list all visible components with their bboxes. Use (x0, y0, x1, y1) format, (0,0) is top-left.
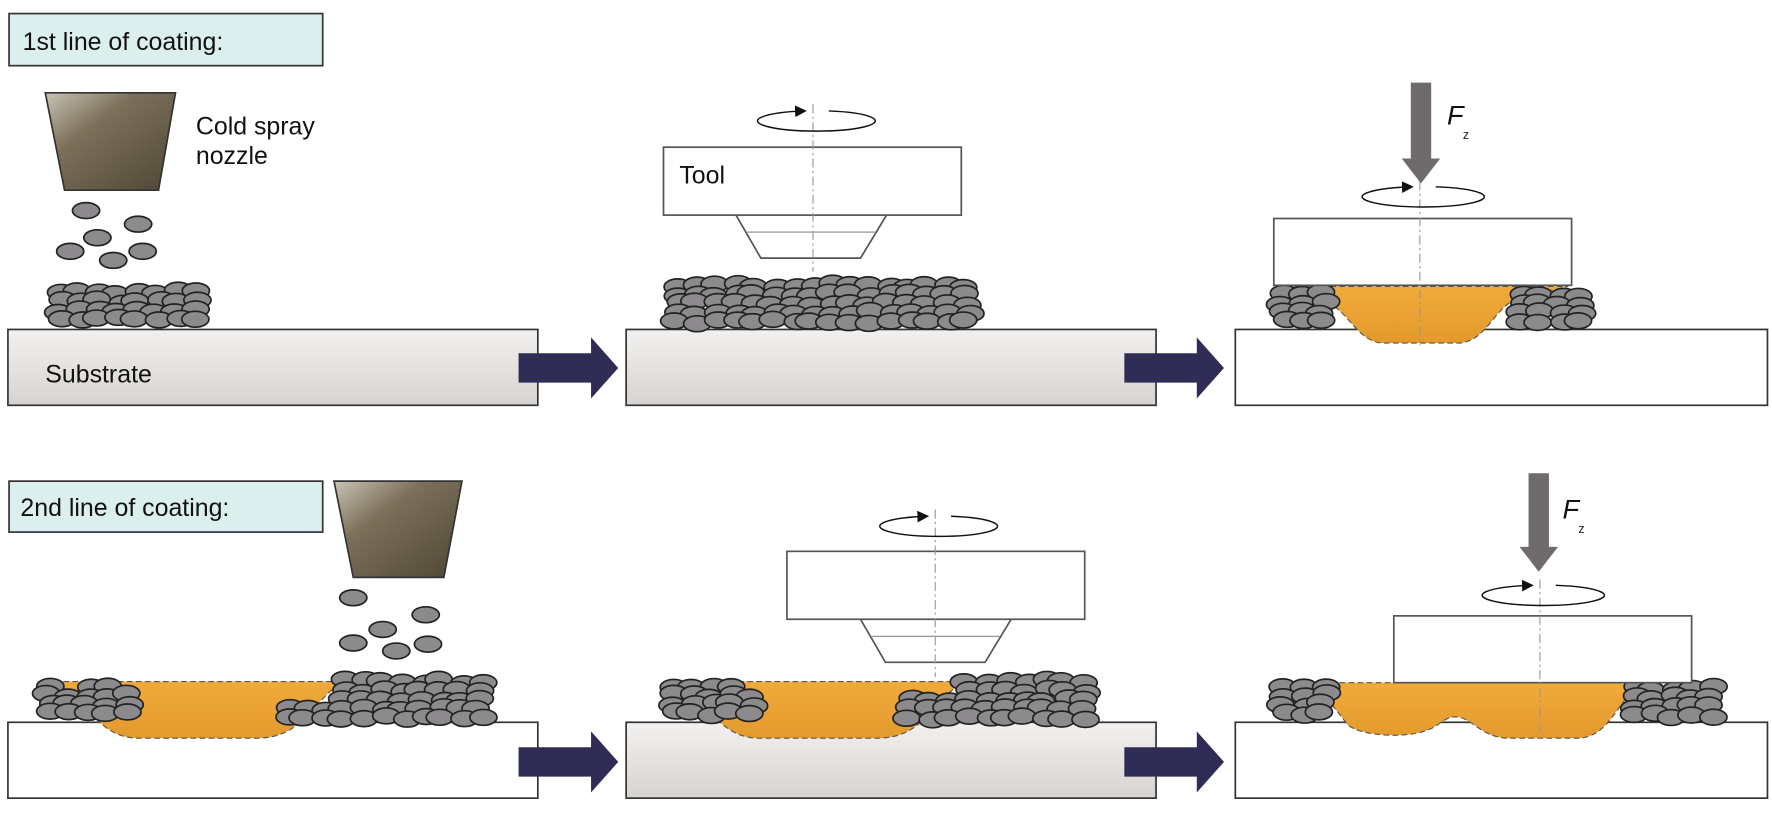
particle (734, 704, 764, 723)
particle (381, 642, 411, 660)
powder-particles (31, 201, 1729, 729)
particle (98, 251, 128, 270)
row2-title: 2nd line of coating: (20, 494, 229, 522)
rotation-arrow-icon (756, 105, 876, 132)
particle (1698, 708, 1728, 726)
row1-title-box: 1st line of coating: (8, 12, 324, 67)
tool-4: F z (1392, 473, 1693, 742)
force-arrow-icon (1401, 82, 1441, 184)
particle (1563, 312, 1593, 330)
particle (180, 310, 210, 329)
particle (1306, 311, 1336, 330)
rotation-arrow-icon (1361, 181, 1486, 208)
particle (1047, 710, 1076, 728)
rotation-arrow-icon (1481, 579, 1606, 607)
force-label: F (1447, 100, 1465, 131)
tool-1: Tool (662, 104, 963, 272)
rotation-arrow-icon (879, 510, 999, 538)
coating-2c (1285, 682, 1648, 739)
tool-label: Tool (679, 161, 725, 189)
particle (758, 310, 788, 329)
particle (425, 708, 455, 727)
process-arrow-4 (1124, 731, 1224, 793)
process-arrow-3 (518, 731, 619, 793)
substrate-1c (1234, 328, 1769, 407)
particle (119, 310, 149, 328)
particle (338, 634, 368, 652)
particle (1071, 710, 1100, 729)
force-subscript: z (1578, 522, 1584, 536)
cold-spray-nozzle-2-icon (332, 480, 463, 579)
tool-3: F z (1272, 82, 1573, 346)
nozzle-label-line1: Cold spray (196, 113, 316, 141)
force-subscript: z (1463, 128, 1469, 142)
substrate-1a (7, 328, 539, 407)
process-arrow-1 (518, 337, 619, 399)
row2-title-box: 2nd line of coating: (8, 480, 324, 533)
particle (82, 228, 112, 247)
row1-title: 1st line of coating: (23, 28, 224, 56)
particle (123, 215, 153, 233)
force-arrow-icon (1519, 473, 1559, 572)
process-arrow-2 (1124, 337, 1224, 399)
substrate-label: Substrate (45, 361, 152, 389)
particle (1523, 313, 1553, 332)
particle (948, 311, 978, 329)
cold-spray-nozzle-icon (44, 91, 177, 192)
particle (1007, 707, 1037, 725)
particle (912, 312, 942, 330)
substrate-1b (625, 328, 1157, 407)
particle (338, 588, 368, 607)
particle (468, 708, 498, 727)
particle (1304, 703, 1334, 721)
particle (128, 242, 158, 261)
particle (55, 242, 85, 261)
force-label: F (1563, 494, 1581, 525)
nozzle-label-line2: nozzle (196, 142, 268, 170)
particle (892, 709, 921, 728)
particle (411, 605, 441, 624)
particle (413, 635, 443, 653)
particle (368, 620, 398, 639)
tool-2 (786, 509, 1086, 678)
particle (71, 201, 101, 220)
particle (113, 703, 142, 721)
